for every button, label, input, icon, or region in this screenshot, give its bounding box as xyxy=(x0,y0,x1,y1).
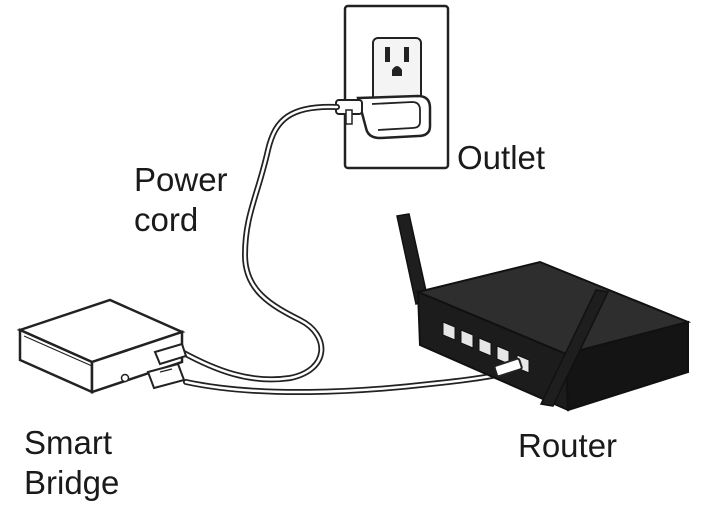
ethernet-cable xyxy=(183,369,513,396)
wall-outlet-icon xyxy=(343,4,450,170)
power-cord-cable xyxy=(179,103,340,383)
router-icon xyxy=(396,213,692,412)
smart-bridge-icon xyxy=(16,298,188,394)
outlet-label: Outlet xyxy=(457,139,546,176)
antenna-icon xyxy=(539,289,610,407)
power-cord-label: Power cord xyxy=(134,160,228,240)
smart-bridge-label-line1: Smart xyxy=(24,424,113,461)
router-label: Router xyxy=(518,427,618,464)
power-cord-label-line1: Power xyxy=(134,161,228,198)
smart-bridge-label-line2: Bridge xyxy=(24,464,120,501)
power-cord-label-line2: cord xyxy=(134,201,199,238)
smart-bridge-label: Smart Bridge xyxy=(24,423,119,503)
